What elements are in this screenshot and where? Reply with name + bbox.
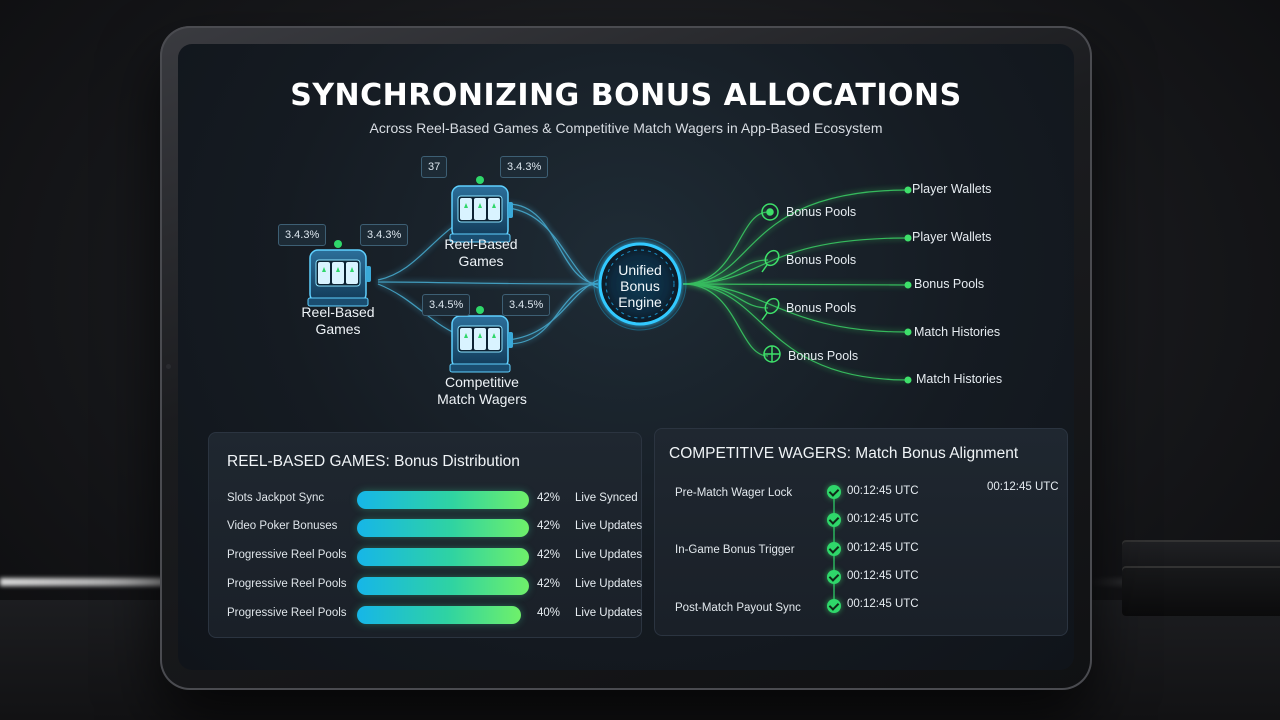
destination-label: Player Wallets bbox=[912, 230, 992, 244]
row-percent: 42% bbox=[537, 549, 561, 561]
tennis-racket-icon bbox=[764, 297, 780, 315]
unified-bonus-engine[interactable] bbox=[593, 237, 687, 331]
stat-badge: 3.4.3% bbox=[500, 156, 549, 178]
row-percent: 42% bbox=[537, 492, 561, 504]
row-label: Progressive Reel Pools bbox=[227, 578, 347, 590]
destination-label: Bonus Pools bbox=[786, 301, 857, 315]
destination-label: Bonus Pools bbox=[914, 277, 985, 291]
slot-machine-icon[interactable] bbox=[307, 239, 372, 307]
timestamp: 00:12:45 UTC bbox=[847, 513, 919, 525]
destination-label: Player Wallets bbox=[912, 182, 992, 196]
timestamp: 00:12:45 UTC bbox=[847, 598, 919, 610]
row-status: Live Synced bbox=[575, 492, 638, 504]
progress-bar bbox=[357, 606, 547, 624]
destination-label: Bonus Pools bbox=[786, 253, 857, 267]
check-icon bbox=[827, 542, 841, 556]
soccer-ball-icon bbox=[761, 203, 779, 221]
progress-fill bbox=[357, 548, 529, 566]
stat-badge: 37 bbox=[421, 156, 448, 178]
panel-title: REEL-BASED GAMES: Bonus Distribution bbox=[227, 453, 520, 470]
progress-bar bbox=[357, 491, 547, 509]
progress-fill bbox=[357, 491, 529, 509]
destination-label: Match Histories bbox=[914, 325, 1001, 339]
bonus-pool-icons bbox=[761, 203, 781, 363]
stat-badge: 3.4.3% bbox=[278, 224, 327, 246]
source-label: Reel-Based Games bbox=[444, 236, 518, 269]
stage-label: Pre-Match Wager Lock bbox=[675, 487, 793, 499]
reel-bonus-panel: REEL-BASED GAMES: Bonus Distribution Slo… bbox=[208, 432, 642, 638]
timestamp: 00:12:45 UTC bbox=[847, 485, 919, 497]
stat-badge: 3.4.5% bbox=[502, 294, 551, 316]
source-label: Reel-Based Games bbox=[301, 304, 375, 337]
panel-title: COMPETITIVE WAGERS: Match Bonus Alignmen… bbox=[669, 445, 1019, 462]
check-icon bbox=[827, 570, 841, 584]
slot-machine-icon[interactable] bbox=[449, 175, 514, 243]
row-percent: 42% bbox=[537, 578, 561, 590]
progress-bar bbox=[357, 548, 547, 566]
check-icon bbox=[827, 513, 841, 527]
tablet-screen: SYNCHRONIZING BONUS ALLOCATIONS Across R… bbox=[178, 44, 1074, 670]
destination-endpoints bbox=[904, 186, 912, 384]
side-device-base bbox=[1122, 566, 1280, 616]
row-status: Live Updates bbox=[575, 520, 643, 532]
source-label: Competitive Match Wagers bbox=[437, 374, 527, 407]
timestamp: 00:12:45 UTC bbox=[847, 542, 919, 554]
progress-bar bbox=[357, 577, 547, 595]
row-label: Slots Jackpot Sync bbox=[227, 492, 325, 504]
row-percent: 42% bbox=[537, 520, 561, 532]
page-subtitle: Across Reel-Based Games & Competitive Ma… bbox=[369, 120, 883, 136]
stat-badge: 3.4.5% bbox=[422, 294, 471, 316]
stage-label: Post-Match Payout Sync bbox=[675, 602, 801, 614]
bonus-flow-diagram bbox=[307, 175, 912, 384]
match-bonus-panel: COMPETITIVE WAGERS: Match Bonus Alignmen… bbox=[654, 428, 1068, 636]
row-label: Progressive Reel Pools bbox=[227, 607, 347, 619]
check-icon bbox=[827, 485, 841, 499]
tablet-camera bbox=[166, 364, 171, 369]
stage-label: In-Game Bonus Trigger bbox=[675, 544, 795, 556]
timestamp: 00:12:45 UTC bbox=[847, 570, 919, 582]
progress-fill bbox=[357, 577, 529, 595]
destination-label: Bonus Pools bbox=[788, 349, 859, 363]
row-status: Live Updates bbox=[575, 549, 643, 561]
progress-bar bbox=[357, 519, 547, 537]
destination-connectors bbox=[682, 189, 909, 381]
row-label: Progressive Reel Pools bbox=[227, 549, 347, 561]
stat-badge: 3.4.3% bbox=[360, 224, 409, 246]
row-status: Live Updates bbox=[575, 578, 643, 590]
row-percent: 40% bbox=[537, 607, 561, 619]
progress-fill bbox=[357, 519, 529, 537]
page-title: SYNCHRONIZING BONUS ALLOCATIONS bbox=[290, 78, 962, 113]
destination-label: Match Histories bbox=[916, 372, 1003, 386]
engine-label: Unified Bonus Engine bbox=[618, 262, 662, 310]
progress-fill bbox=[357, 606, 521, 624]
timestamp: 00:12:45 UTC bbox=[987, 481, 1059, 493]
destination-label: Bonus Pools bbox=[786, 205, 857, 219]
check-icon bbox=[827, 599, 841, 613]
row-status: Live Updates bbox=[575, 607, 643, 619]
tennis-racket-icon bbox=[764, 249, 780, 267]
row-label: Video Poker Bonuses bbox=[227, 520, 338, 532]
